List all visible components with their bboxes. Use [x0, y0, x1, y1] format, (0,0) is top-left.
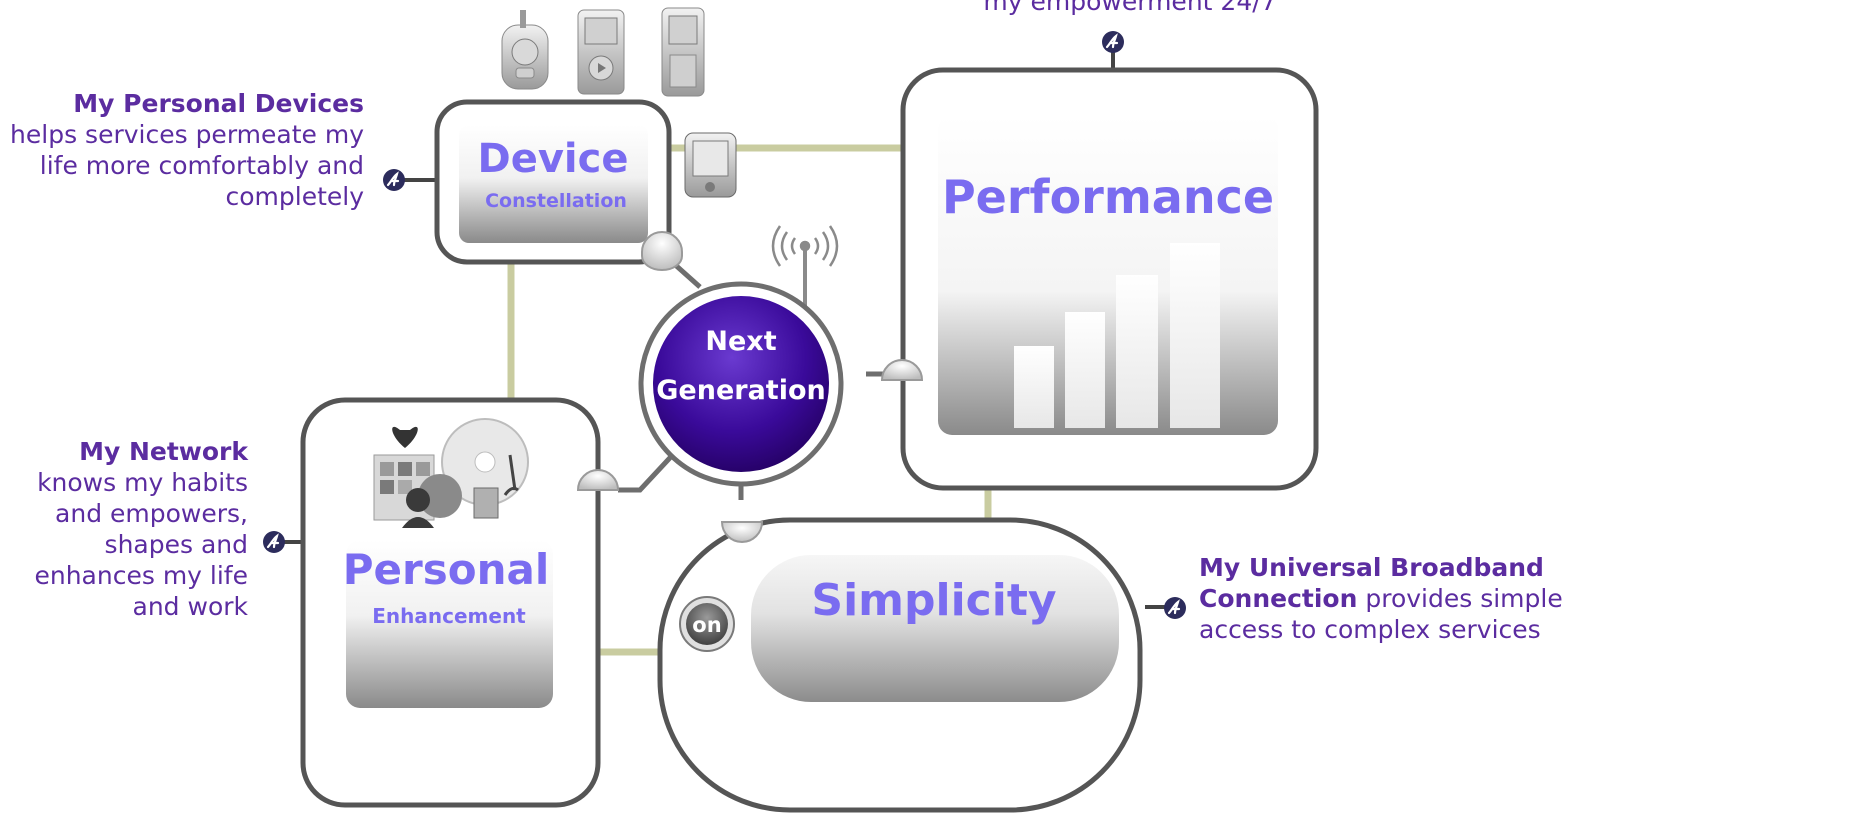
caption-network: My Network knows my habits and empowers,…: [0, 436, 248, 622]
media-player-icon: [577, 9, 625, 95]
hub-line-2: Generation: [656, 375, 825, 406]
knob-personal: [576, 469, 620, 491]
device-panel: [459, 125, 648, 243]
caption-empowerment: my empowerment 24/7: [850, 0, 1410, 17]
caption-broadband-heading: My Universal Broadband Connection: [1199, 553, 1544, 613]
knob-device: [641, 231, 683, 271]
caption-network-text: knows my habits and empowers, shapes and…: [34, 468, 248, 621]
caption-personal-devices-heading: My Personal Devices: [73, 89, 364, 118]
connector-knobs: [576, 231, 924, 543]
next-generation-hub: Next Generation: [638, 281, 844, 487]
hub-line-1: Next: [705, 326, 776, 357]
alcatel-logo-icon: [262, 530, 286, 554]
pda-icon: [684, 132, 737, 198]
simplicity-panel: [751, 555, 1119, 702]
performance-bars-icon: [1014, 243, 1220, 428]
alcatel-logo-icon: [1163, 596, 1187, 620]
caption-broadband-text: provides simple access to complex servic…: [1199, 584, 1563, 644]
caption-personal-devices-text: helps services permeate my life more com…: [10, 120, 364, 211]
simplicity-title: Simplicity: [811, 575, 1056, 626]
performance-title: Performance: [942, 170, 1274, 224]
performance-box: Performance: [900, 67, 1319, 491]
personal-title: Personal: [343, 545, 549, 594]
personal-panel: [346, 540, 553, 708]
hub-core: [653, 296, 829, 472]
personal-subtitle: Enhancement: [372, 604, 526, 628]
on-button-label: on: [692, 613, 721, 637]
simplicity-box: Simplicity: [657, 517, 1143, 813]
flip-phone-icon: [661, 7, 705, 97]
multimedia-icon: [373, 418, 529, 528]
caption-personal-devices: My Personal Devices helps services perme…: [0, 88, 364, 212]
device-title: Device: [478, 136, 629, 182]
on-button[interactable]: on: [679, 596, 735, 652]
performance-panel: [938, 115, 1278, 435]
antenna-icon: [771, 225, 839, 308]
mobile-phone-icon: [501, 10, 549, 90]
caption-broadband: My Universal Broadband Connection provid…: [1199, 552, 1579, 645]
caption-network-heading: My Network: [79, 437, 248, 466]
alcatel-logo-icon: [1101, 30, 1125, 54]
device-subtitle: Constellation: [485, 190, 627, 212]
device-constellation-box: Device Constellation: [434, 99, 672, 265]
alcatel-logo-icon: [382, 168, 406, 192]
knob-simplicity: [720, 521, 764, 543]
personal-enhancement-box: Personal Enhancement: [300, 397, 601, 808]
caption-empowerment-text: my empowerment 24/7: [983, 0, 1277, 16]
connector-hub-personal: [618, 445, 682, 493]
knob-performance: [880, 359, 924, 381]
